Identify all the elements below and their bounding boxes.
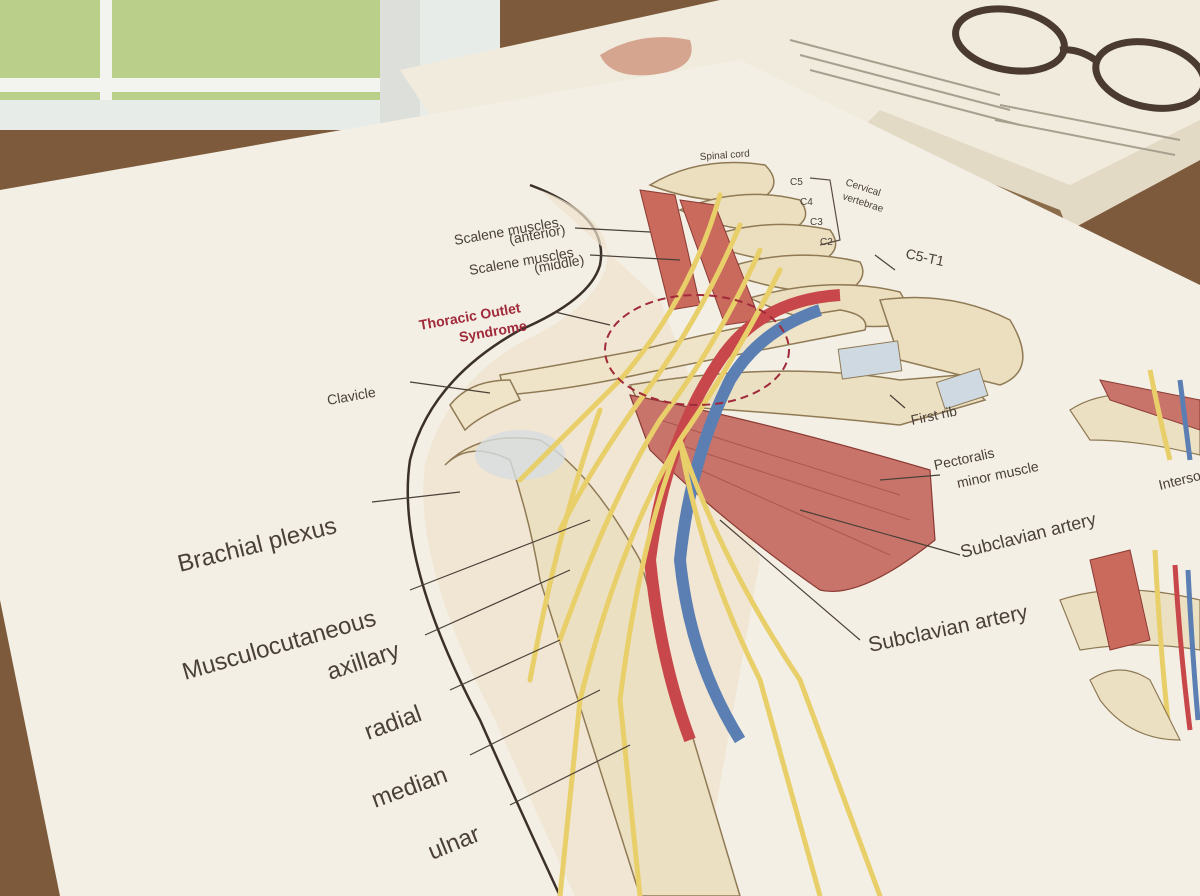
label-c3: C3 (810, 217, 823, 228)
label-c5: C5 (790, 177, 803, 188)
thoracic-outlet-circle (604, 294, 790, 406)
label-c5-t1: C5-T1 (904, 245, 946, 269)
body-outline (406, 183, 603, 896)
cervical-vertebrae (648, 161, 1024, 386)
brachial-plexus-nerves (517, 192, 883, 896)
inset-panel-bottom (1059, 549, 1200, 741)
leader-lines (371, 227, 961, 806)
inset-panel-top (1069, 369, 1200, 461)
label-c2: C2 (820, 237, 833, 248)
label-spinal-cord: Spinal cord (699, 149, 750, 163)
window (0, 0, 500, 130)
reading-glasses (952, 5, 1200, 112)
subclavian-vein (673, 304, 822, 744)
label-c4: C4 (800, 197, 813, 208)
